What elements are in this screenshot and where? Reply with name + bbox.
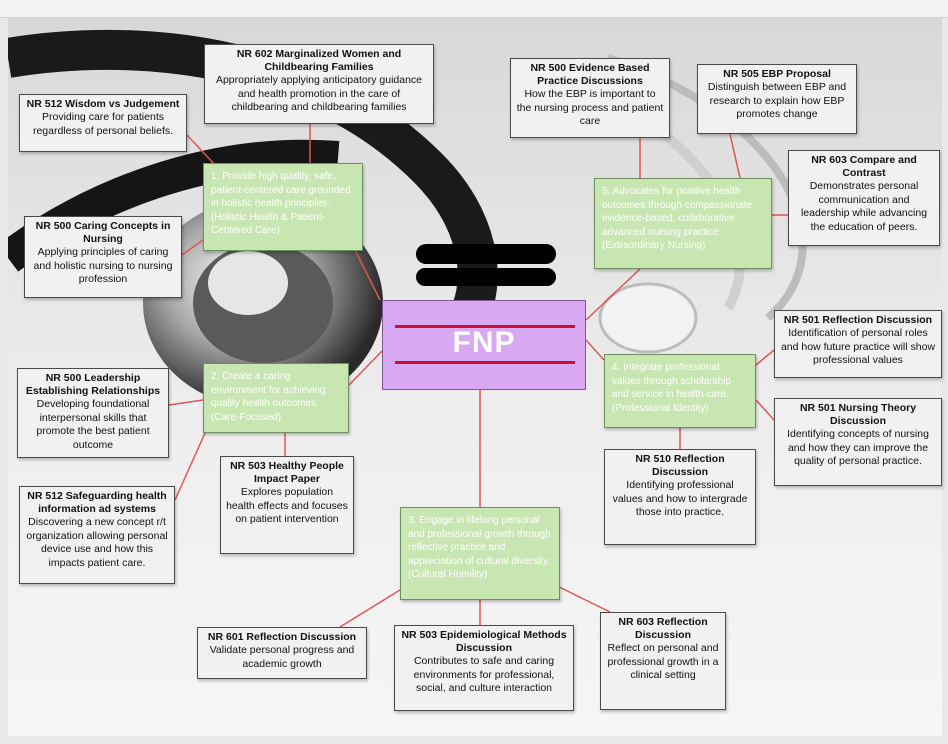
center-node-fnp: FNP [382, 300, 586, 390]
course-box-nr503-healthy-people: NR 503 Healthy People Impact Paper Explo… [220, 456, 354, 554]
course-title: NR 510 Reflection Discussion [635, 453, 725, 478]
course-desc: Identifying concepts of nursing and how … [787, 428, 929, 467]
course-desc: Identification of personal roles and how… [780, 327, 936, 366]
course-title: NR 500 Evidence Based Practice Discussio… [530, 62, 650, 87]
course-title: NR 512 Wisdom vs Judgement [26, 98, 180, 110]
goal-care-focused: 2. Create a caring environment for achie… [203, 363, 349, 433]
course-title: NR 503 Healthy People Impact Paper [230, 460, 344, 485]
course-box-nr501-theory: NR 501 Nursing Theory Discussion Identif… [774, 398, 942, 486]
center-red-line-bottom [395, 361, 575, 364]
course-title: NR 503 Epidemiological Methods Discussio… [401, 629, 567, 654]
course-desc: Contributes to safe and caring environme… [413, 655, 555, 694]
center-label: FNP [452, 326, 516, 359]
course-title: NR 500 Leadership Establishing Relations… [25, 372, 161, 397]
goal-text: 2. Create a caring environment for achie… [211, 371, 326, 423]
course-desc: Distinguish between EBP and research to … [707, 81, 847, 120]
course-box-nr601: NR 601 Reflection Discussion Validate pe… [197, 627, 367, 679]
course-box-nr603-reflection: NR 603 Reflection Discussion Reflect on … [600, 612, 726, 710]
top-strip [0, 0, 948, 18]
course-box-nr501-reflection: NR 501 Reflection Discussion Identificat… [774, 310, 942, 378]
goal-holistic-health: 1. Provide high quality, safe, patient-c… [203, 163, 363, 251]
course-desc: Developing foundational interpersonal sk… [36, 398, 150, 451]
course-desc: Demonstrates personal communication and … [800, 180, 928, 233]
goal-text: 5. Advocates for positive health outcome… [602, 186, 755, 251]
course-desc: Appropriately applying anticipatory guid… [215, 74, 423, 113]
course-title: NR 602 Marginalized Women and Childbeari… [236, 48, 402, 73]
course-desc: Validate personal progress and academic … [209, 644, 355, 670]
course-desc: Providing care for patients regardless o… [32, 111, 174, 137]
course-title: NR 501 Nursing Theory Discussion [799, 402, 917, 427]
course-box-nr503-epidemiological: NR 503 Epidemiological Methods Discussio… [394, 625, 574, 711]
course-title: NR 500 Caring Concepts in Nursing [35, 220, 171, 245]
course-desc: Discovering a new concept r/t organizati… [26, 516, 168, 569]
course-title: NR 501 Reflection Discussion [783, 314, 933, 326]
course-box-nr512-wisdom: NR 512 Wisdom vs Judgement Providing car… [19, 94, 187, 152]
course-box-nr602: NR 602 Marginalized Women and Childbeari… [204, 44, 434, 124]
course-desc: Reflect on personal and professional gro… [607, 642, 719, 681]
course-title: NR 601 Reflection Discussion [207, 631, 357, 643]
course-box-nr500-caring: NR 500 Caring Concepts in Nursing Applyi… [24, 216, 182, 298]
course-title: NR 505 EBP Proposal [723, 68, 831, 80]
course-box-nr505: NR 505 EBP Proposal Distinguish between … [697, 64, 857, 134]
course-desc: Identifying professional values and how … [612, 479, 748, 518]
course-box-nr500-ebp: NR 500 Evidence Based Practice Discussio… [510, 58, 670, 138]
black-bar-bottom [416, 268, 556, 286]
course-box-nr500-leadership: NR 500 Leadership Establishing Relations… [17, 368, 169, 458]
course-title: NR 512 Safeguarding health information a… [27, 490, 167, 515]
goal-professional-identity: 4. Integrate professional values through… [604, 354, 756, 428]
goal-extraordinary-nursing: 5. Advocates for positive health outcome… [594, 178, 772, 269]
course-title: NR 603 Reflection Discussion [618, 616, 708, 641]
course-desc: Explores population health effects and f… [226, 486, 348, 525]
course-box-nr512-safeguarding: NR 512 Safeguarding health information a… [19, 486, 175, 584]
goal-text: 4. Integrate professional values through… [612, 362, 731, 414]
black-bar-top [416, 244, 556, 264]
center-red-line-top [395, 325, 575, 328]
course-title: NR 603 Compare and Contrast [811, 154, 917, 179]
goal-text: 1. Provide high quality, safe, patient-c… [211, 171, 351, 236]
goal-cultural-humility: 3. Engage in lifelong personal and profe… [400, 507, 560, 600]
course-box-nr510: NR 510 Reflection Discussion Identifying… [604, 449, 756, 545]
course-desc: Applying principles of caring and holist… [33, 246, 173, 285]
goal-text: 3. Engage in lifelong personal and profe… [408, 515, 551, 580]
course-desc: How the EBP is important to the nursing … [516, 88, 664, 127]
course-box-nr603-compare: NR 603 Compare and Contrast Demonstrates… [788, 150, 940, 246]
